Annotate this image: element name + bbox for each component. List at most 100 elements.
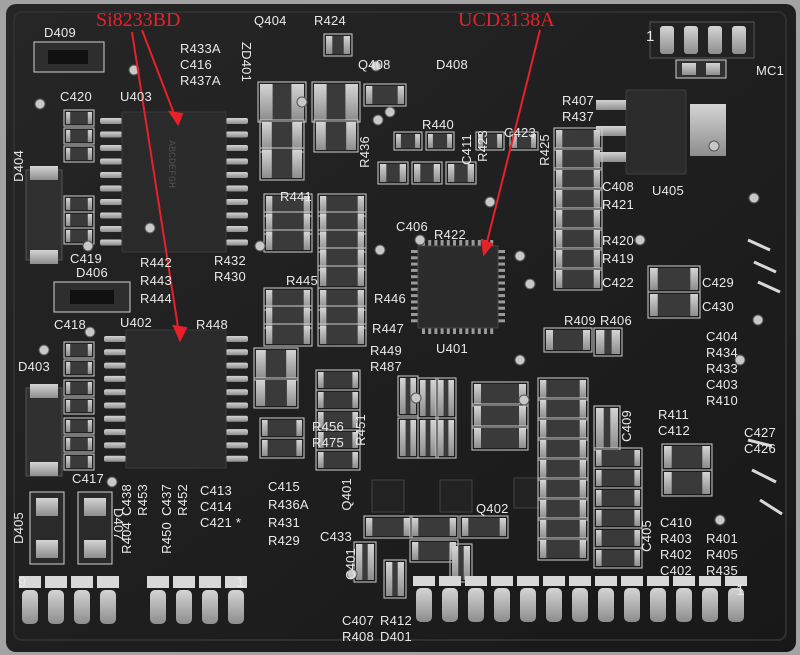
label-r452: R452 [175,484,190,516]
label-r432: R432 [214,253,246,268]
label-r434: R434 [706,345,738,360]
label-c420: C420 [60,89,92,104]
label-c429: C429 [702,275,734,290]
label-d405: D405 [11,512,26,544]
mc1-connector [649,21,755,79]
label-r425: R425 [537,134,552,166]
label-r441: R441 [280,189,312,204]
label-q402: Q402 [476,501,509,516]
u403-marking: ABCDEFGH [165,140,176,189]
label-c418: C418 [54,317,86,332]
label-mc1: MC1 [756,63,785,78]
label-r409: R409 [564,313,596,328]
label-r450: R450 [159,522,174,554]
label-c417: C417 [72,471,104,486]
label-q401: Q401 [339,478,354,511]
u405-regulator [596,89,726,175]
label-q408: Q408 [358,57,391,72]
label-r422: R422 [434,227,466,242]
u403-chip [100,111,248,253]
pin-headers [19,576,747,624]
label-r407: R407 [562,93,594,108]
label-d407: D407 [111,508,126,540]
label-r475: R475 [312,435,344,450]
label-c405: C405 [639,520,654,552]
label-r456: R456 [312,419,344,434]
label-u405: U405 [652,183,684,198]
label-r429: R429 [268,533,300,548]
label-pin9: 9 [18,574,27,591]
label-c422: C422 [602,275,634,290]
label-r419: R419 [602,251,634,266]
diode-d404 [25,166,63,264]
label-c413: C413 [200,483,232,498]
label-r423: R423 [475,130,490,162]
label-c414: C414 [200,499,232,514]
label-c430: C430 [702,299,734,314]
label-r424: R424 [314,13,346,28]
label-r445: R445 [286,273,318,288]
label-r408: R408 [342,629,374,644]
label-c407: C407 [342,613,374,628]
label-c401: C401 [343,548,358,580]
label-r435: R435 [706,563,738,578]
label-c415: C415 [268,479,300,494]
label-c406: C406 [396,219,428,234]
label-r406: R406 [600,313,632,328]
label-r446: R446 [374,291,406,306]
label-d406: D406 [76,265,108,280]
label-pin1-right: 1 [736,582,745,599]
label-r444: R444 [140,291,172,306]
label-r430: R430 [214,269,246,284]
u401-chip [411,240,505,334]
label-r402: R402 [660,547,692,562]
label-c423: C423 [504,125,536,140]
label-c408: C408 [602,179,634,194]
label-r448: R448 [196,317,228,332]
label-c409: C409 [619,410,634,442]
label-c426: C426 [744,441,776,456]
label-zd401: ZD401 [239,42,254,83]
label-r436: R436 [357,136,372,168]
label-r437: R437 [562,109,594,124]
label-d403: D403 [18,359,50,374]
label-d409: D409 [44,25,76,40]
label-c410: C410 [660,515,692,530]
ucd3138a-label: UCD3138A [458,9,555,31]
label-r440: R440 [422,117,454,132]
label-r410: R410 [706,393,738,408]
label-r433a: R433A [180,41,221,56]
label-pin1-left: 1 [236,574,245,591]
smd-components [63,33,713,599]
label-r420: R420 [602,233,634,248]
diode-d409 [33,41,105,73]
label-c421: C421 * [200,515,241,530]
label-r431: R431 [268,515,300,530]
label-d408: D408 [436,57,468,72]
label-d401: D401 [380,629,412,644]
q401-q402 [371,477,547,513]
label-r449: R449 [370,343,402,358]
label-r487: R487 [370,359,402,374]
label-c412: C412 [658,423,690,438]
vias [34,60,764,580]
label-u402: U402 [120,315,152,330]
si8233bd-label: Si8233BD [96,9,181,31]
label-r401: R401 [706,531,738,546]
wire-leads [747,238,783,516]
label-r451: R451 [353,414,368,446]
label-c437: C437 [159,484,174,516]
label-r421: R421 [602,197,634,212]
label-pin1-top: 1 [646,28,655,45]
annotation-arrows [131,29,541,343]
label-u401: U401 [436,341,468,356]
label-r403: R403 [660,531,692,546]
label-c403: C403 [706,377,738,392]
label-r436a: R436A [268,497,309,512]
label-c402: C402 [660,563,692,578]
label-r405: R405 [706,547,738,562]
label-c427: C427 [744,425,776,440]
label-r443: R443 [140,273,172,288]
